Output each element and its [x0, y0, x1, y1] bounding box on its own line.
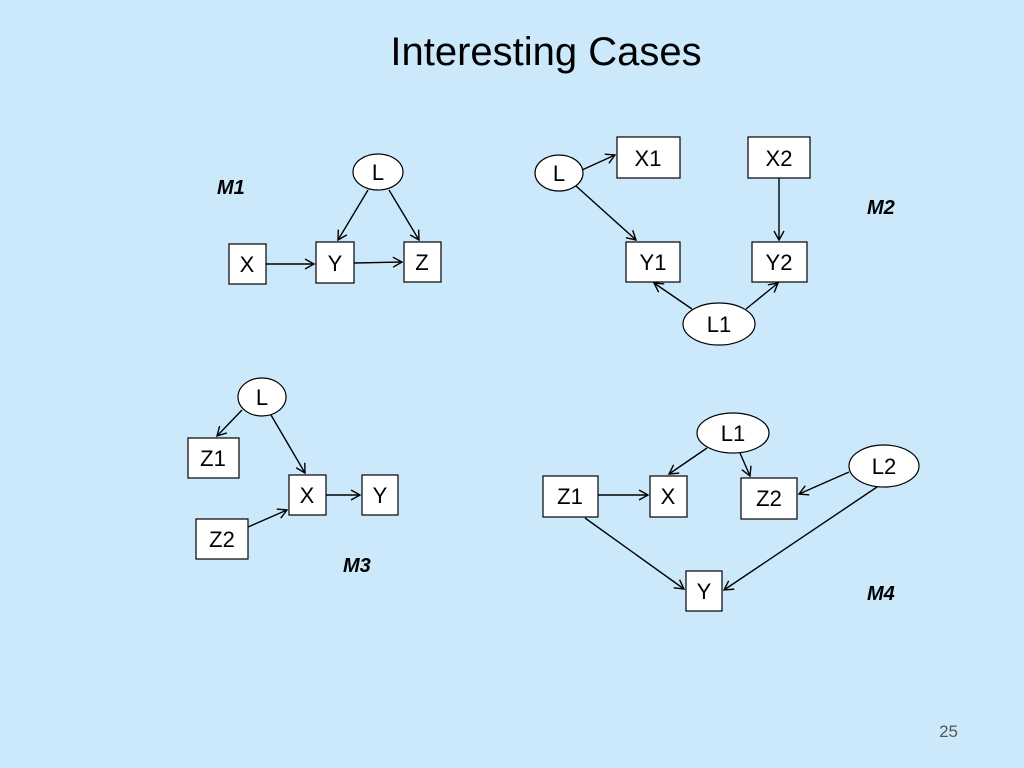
edge-m4-z1-y	[584, 517, 686, 590]
edge-m2-l1-y1	[652, 282, 693, 310]
node-m2-l1: L1	[682, 302, 756, 346]
node-m3-z1: Z1	[187, 437, 240, 479]
edge-m3-z2-x	[247, 508, 289, 528]
edge-m4-l1-x	[667, 447, 708, 475]
node-label-m4-l2: L2	[872, 454, 896, 479]
node-m4-z2: Z2	[740, 477, 798, 520]
node-label-m2-l: L	[553, 161, 565, 186]
node-label-m3-x: X	[300, 483, 315, 508]
node-m3-l: L	[237, 377, 287, 417]
edge-m2-l-x1	[581, 153, 617, 171]
edge-m2-l1-y2	[745, 282, 780, 310]
edge-m2-l-y1	[575, 185, 638, 241]
node-label-m2-x2: X2	[766, 146, 793, 171]
node-m3-y: Y	[361, 474, 399, 516]
node-m2-l: L	[534, 154, 584, 192]
node-label-m3-y: Y	[373, 483, 388, 508]
edge-m3-l-x	[270, 414, 306, 475]
node-m4-z1: Z1	[542, 475, 599, 518]
model-label-m3: M3	[343, 555, 371, 577]
node-m1-x: X	[228, 243, 267, 285]
node-m2-y2: Y2	[751, 241, 808, 283]
model-label-m4: M4	[867, 583, 895, 605]
node-label-m4-z2: Z2	[756, 486, 782, 511]
model-label-m2: M2	[867, 197, 895, 219]
node-m3-x: X	[288, 474, 327, 516]
edge-m4-l2-z2	[797, 471, 850, 496]
node-m4-l1: L1	[696, 412, 770, 454]
edge-m4-l1-z2	[739, 452, 752, 478]
node-m4-y: Y	[685, 570, 723, 612]
node-label-m1-y: Y	[328, 251, 343, 276]
node-label-m3-l: L	[256, 385, 268, 410]
edge-m4-l2-y	[722, 486, 878, 591]
node-label-m4-l1: L1	[721, 421, 745, 446]
node-m2-x1: X1	[616, 136, 681, 179]
node-label-m2-y2: Y2	[766, 250, 793, 275]
edge-m1-y-z	[353, 256, 404, 268]
node-label-m3-z1: Z1	[200, 446, 226, 471]
edge-m1-l-z	[388, 189, 420, 242]
node-m2-y1: Y1	[625, 241, 681, 283]
node-label-m4-y: Y	[697, 579, 712, 604]
node-m1-l: L	[352, 153, 404, 191]
slide-title: Interesting Cases	[390, 30, 702, 74]
model-label-m1: M1	[217, 177, 245, 199]
node-m4-x: X	[649, 475, 688, 518]
node-label-m2-y1: Y1	[640, 250, 667, 275]
edge-m1-l-y	[337, 189, 369, 242]
node-label-m4-x: X	[661, 484, 676, 509]
model-m3: M3 L Z1 Z2 X Y	[187, 377, 399, 577]
model-m2: M2 L X1 X2 Y1 Y2 L1	[534, 136, 895, 346]
node-label-m1-z: Z	[415, 250, 428, 275]
node-m1-z: Z	[403, 241, 442, 283]
node-label-m1-x: X	[240, 252, 255, 277]
model-m4: M4 L1 L2 Z1 X Z2 Y	[542, 412, 920, 612]
node-label-m2-l1: L1	[707, 312, 731, 337]
node-label-m3-z2: Z2	[209, 527, 235, 552]
edge-m3-l-z1	[216, 409, 243, 438]
model-m1: M1 L X Y Z	[217, 153, 442, 285]
node-label-m2-x1: X1	[635, 146, 662, 171]
node-m2-x2: X2	[747, 136, 811, 179]
node-m3-z2: Z2	[195, 518, 249, 560]
page-number: 25	[939, 722, 958, 741]
node-m4-l2: L2	[848, 444, 920, 488]
node-label-m4-z1: Z1	[557, 484, 583, 509]
node-label-m1-l: L	[372, 160, 384, 185]
node-m1-y: Y	[315, 241, 355, 284]
